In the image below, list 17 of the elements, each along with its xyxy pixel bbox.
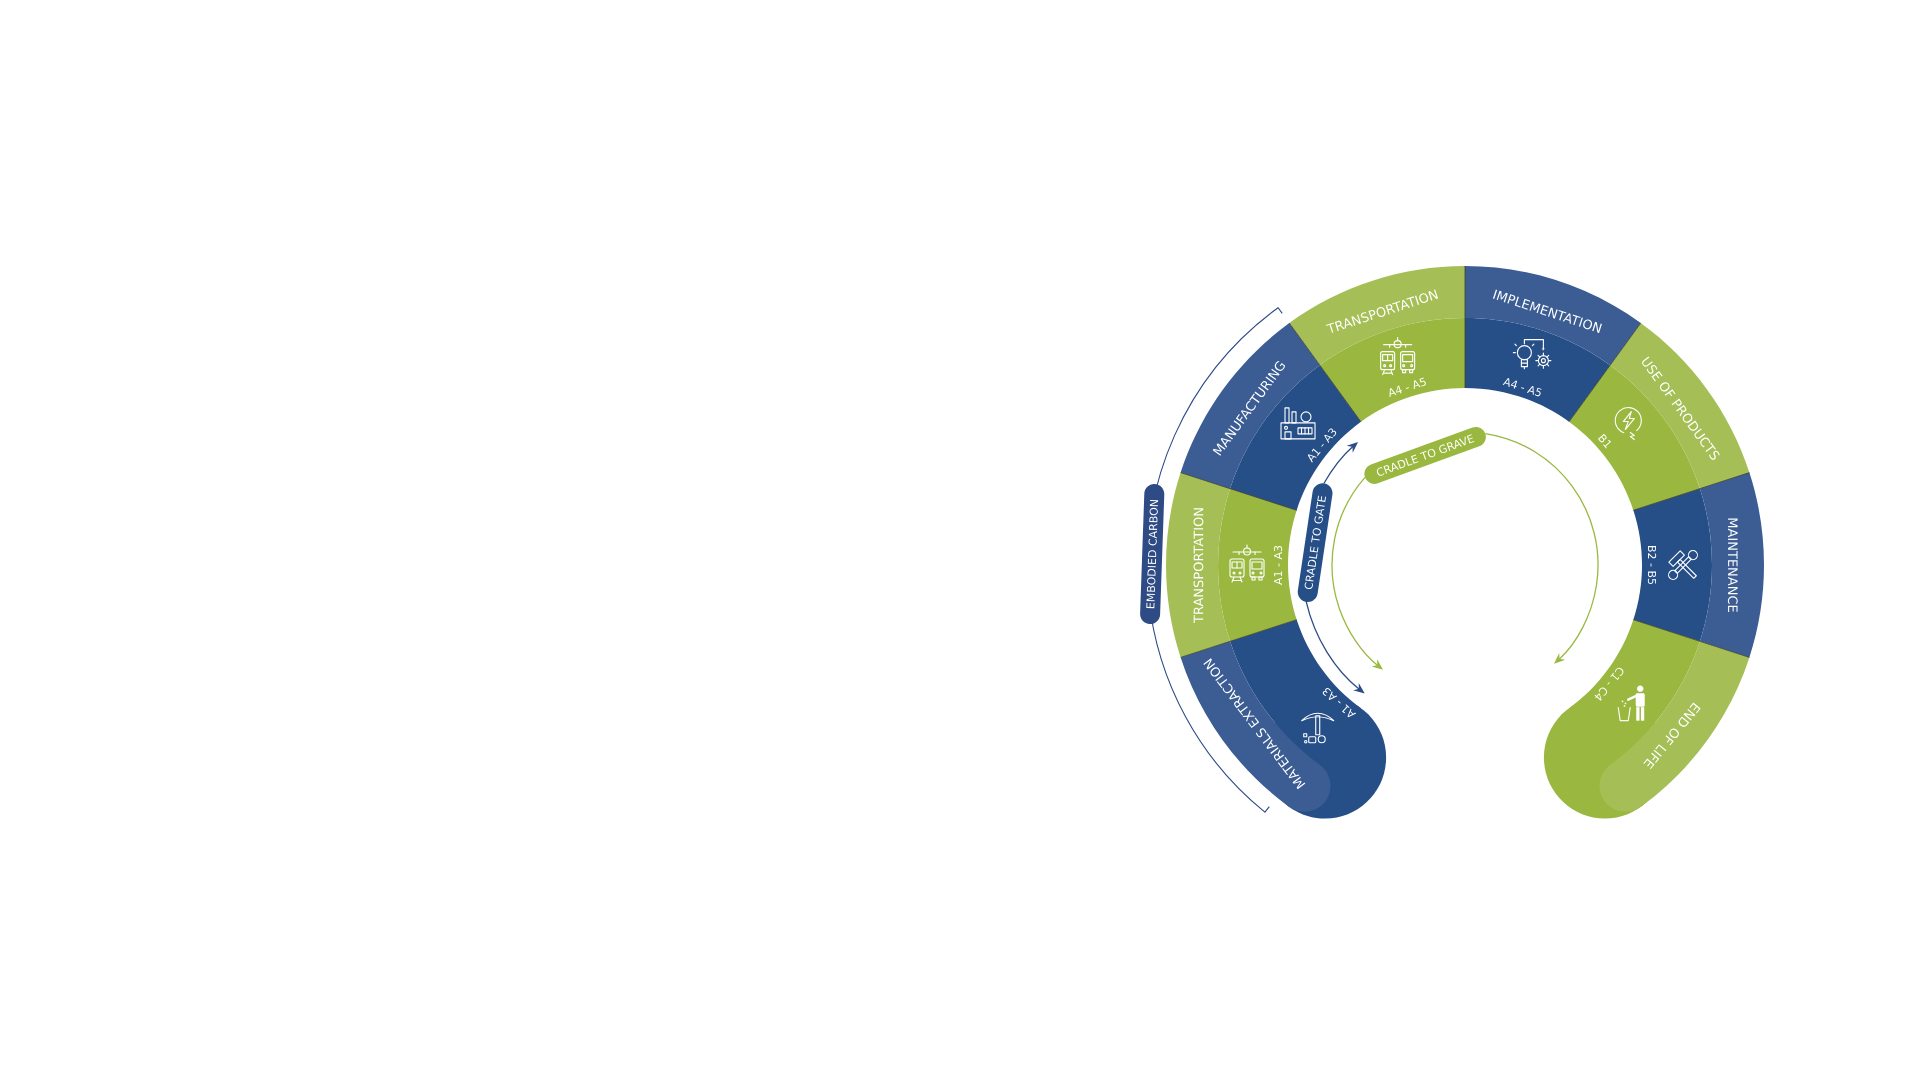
ring-segment bbox=[1464, 265, 1641, 422]
ring-segment bbox=[1166, 472, 1298, 658]
stage-code: A1 - A3 bbox=[1273, 545, 1283, 585]
ring-segment bbox=[1632, 472, 1764, 658]
curved-arrow bbox=[1484, 432, 1599, 664]
pill-label: EMBODIED CARBON bbox=[1140, 484, 1165, 625]
stage-code: B2 - B5 bbox=[1647, 546, 1657, 585]
stage-code: A1 - A3 bbox=[1307, 428, 1337, 463]
ring-segment bbox=[1543, 619, 1750, 819]
segment-title: MAINTENANCE bbox=[1727, 518, 1738, 612]
stage-code: A1 - A3 bbox=[1322, 687, 1357, 718]
segment-title: TRANSPORTATION bbox=[1193, 508, 1204, 624]
ring-segment bbox=[1288, 266, 1465, 423]
stage-code: A4 - A5 bbox=[1502, 378, 1542, 397]
stage-code: C1 - C4 bbox=[1594, 667, 1624, 701]
stage-code: B1 bbox=[1597, 433, 1612, 449]
stage-code: A4 - A5 bbox=[1389, 377, 1426, 398]
